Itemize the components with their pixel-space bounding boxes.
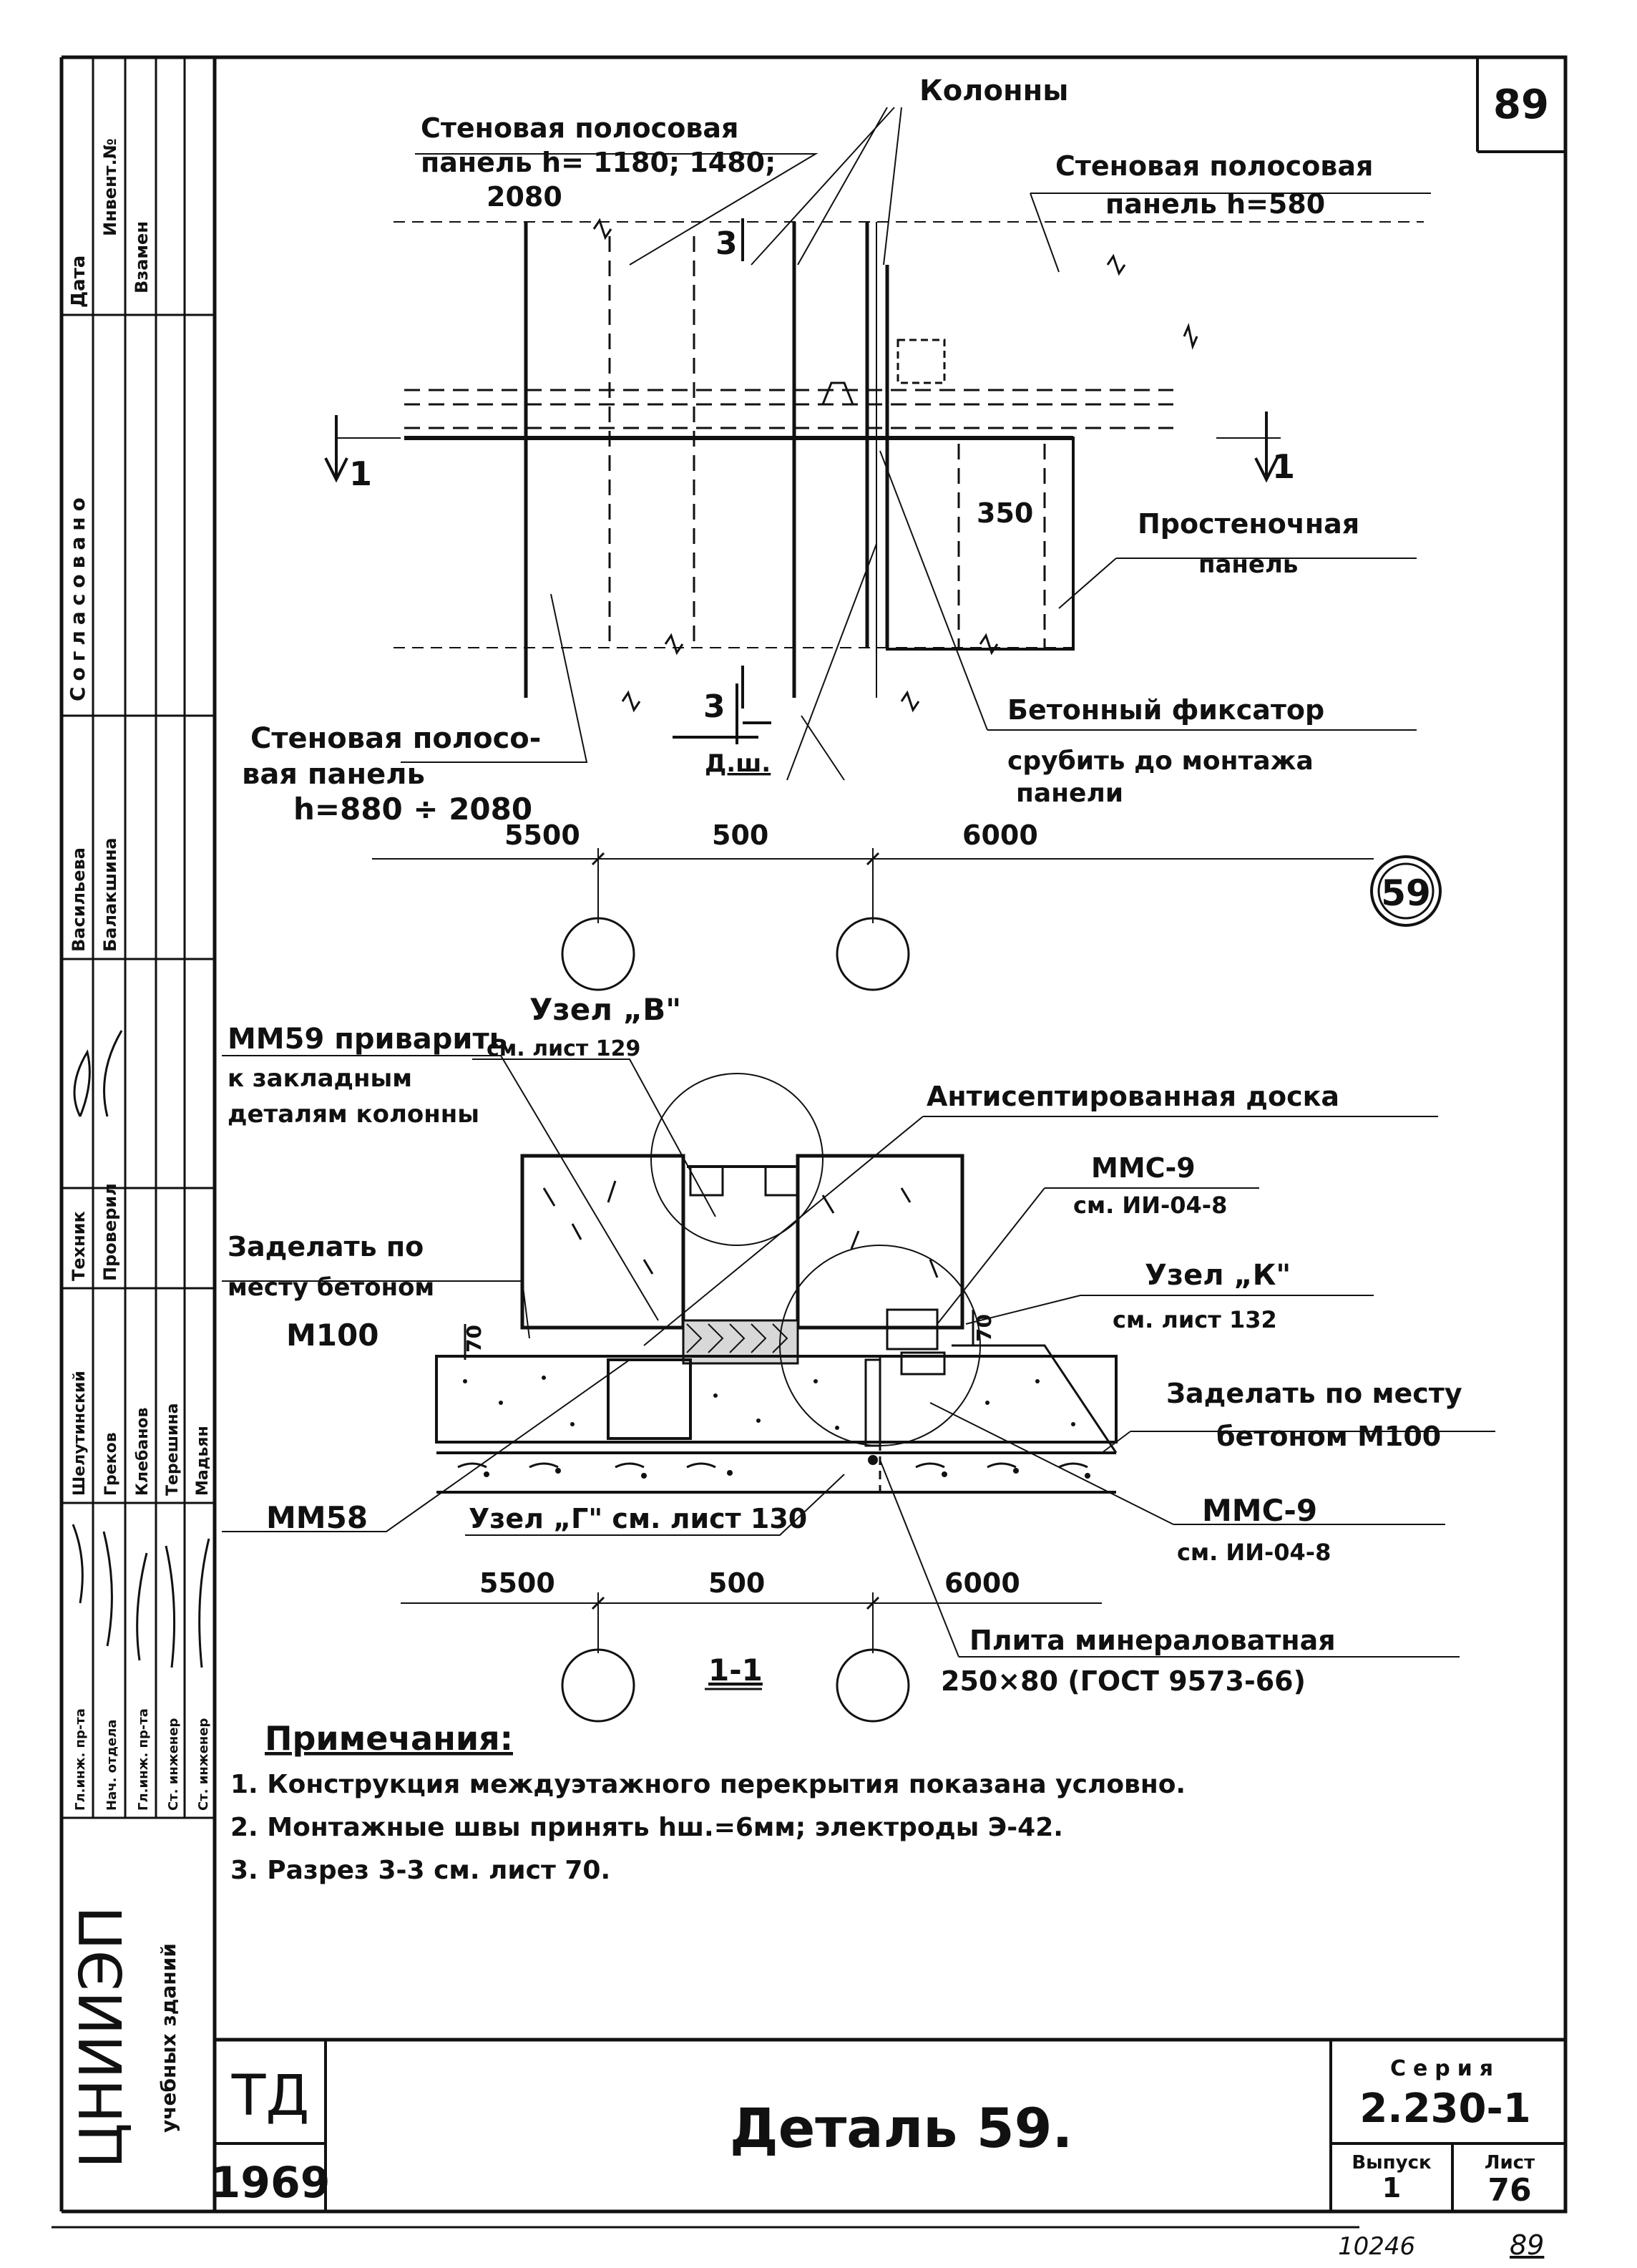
sec-dim-70b: 70 xyxy=(972,1314,996,1342)
seria-label: Серия xyxy=(1390,2056,1500,2081)
sec-plita-2: 250×80 (ГОСТ 9573-66) xyxy=(941,1665,1306,1697)
plan-view xyxy=(324,107,1442,991)
left-strip-grid xyxy=(62,57,215,1819)
plan-panel-left-3: 2080 xyxy=(487,181,562,213)
plan-dsh: Д.ш. xyxy=(705,749,771,778)
sec-plita-1: Плита минераловатная xyxy=(969,1625,1336,1656)
plan-fixator: Бетонный фиксатор xyxy=(1007,694,1324,726)
stamp-year: 1969 xyxy=(211,2158,331,2208)
plan-dim-500: 500 xyxy=(712,819,768,851)
strip-soglasovano: Согласовано xyxy=(66,492,89,701)
strip-st-inj2: Ст. инженер xyxy=(196,1718,211,1811)
plan-section-1-right: 1 xyxy=(1272,447,1295,486)
plan-dim-6000: 6000 xyxy=(962,819,1038,851)
sec-zadelat-3: М100 xyxy=(286,1318,378,1353)
plan-srubit-1: срубить до монтажа xyxy=(1007,746,1314,776)
strip-data: Дата xyxy=(68,255,89,308)
plan-section-3-bottom: 3 xyxy=(703,688,725,725)
plan-dim-5500: 5500 xyxy=(504,819,580,851)
strip-gl-ing: Гл.инж. пр-та xyxy=(73,1708,88,1811)
plan-panel-bottom-3: h=880 ÷ 2080 xyxy=(293,792,532,827)
sec-uzel-v-ref: см. лист 129 xyxy=(487,1036,640,1061)
org-name: ЦНИИЭП xyxy=(68,1906,136,2169)
plan-prostenoch-1: Простеночная xyxy=(1138,508,1359,540)
strip-proveril: Проверил xyxy=(100,1183,120,1281)
notes-heading: Примечания: xyxy=(265,1719,513,1758)
notes-3: 3. Разрез 3-3 см. лист 70. xyxy=(230,1856,610,1885)
left-strip-texts: Дата Инвент.№ Взамен Согласовано Василье… xyxy=(66,138,212,1811)
strip-nach-otd: Нач. отдела xyxy=(104,1719,119,1811)
strip-gl-inj-pr: Гл.инж. пр-та xyxy=(136,1708,151,1811)
strip-tehnik: Техник xyxy=(69,1211,89,1281)
sec-dim-6000: 6000 xyxy=(944,1567,1020,1599)
org-sub: учебных зданий xyxy=(157,1943,180,2133)
sec-mms9-b: ММС-9 xyxy=(1202,1493,1317,1528)
strip-grekov: Греков xyxy=(102,1432,120,1496)
sec-mms9-b-ref: см. ИИ-04-8 xyxy=(1177,1539,1331,1566)
plan-prostenoch-2: панель xyxy=(1198,550,1298,579)
list-value: 76 xyxy=(1487,2172,1531,2209)
strip-shelutinskii: Шелутинский xyxy=(71,1371,89,1496)
sec-mm58: ММ58 xyxy=(266,1500,368,1535)
detail-circle-number: 59 xyxy=(1381,872,1431,914)
section-labels: ММ59 приварить к закладным деталям колон… xyxy=(228,992,1462,1697)
sec-zadelat-r1: Заделать по месту xyxy=(1166,1378,1462,1409)
sec-mm59-3: деталям колонны xyxy=(228,1100,479,1129)
vypusk-value: 1 xyxy=(1382,2172,1401,2204)
sheet-frame xyxy=(52,55,1568,2229)
sec-cut-label: 1-1 xyxy=(708,1653,763,1688)
stamp-td: ТД xyxy=(231,2064,310,2128)
sec-dim-5500: 5500 xyxy=(479,1567,555,1599)
sec-uzel-k-ref: см. лист 132 xyxy=(1113,1306,1277,1333)
sec-dim-70a: 70 xyxy=(462,1325,486,1353)
vypusk-label: Выпуск xyxy=(1352,2152,1432,2174)
bottom-code: 10246 xyxy=(1338,2232,1415,2261)
plan-labels: Стеновая полосовая панель h= 1180; 1480;… xyxy=(242,74,1431,914)
sec-mm59-1: ММ59 приварить xyxy=(228,1023,507,1056)
sec-uzel-k: Узел „К" xyxy=(1145,1259,1291,1292)
strip-vasilieva: Васильева xyxy=(69,847,89,952)
sheet-title: Деталь 59. xyxy=(730,2096,1072,2160)
strip-tereshina: Терешина xyxy=(164,1403,182,1496)
sheet-corner-number: 89 xyxy=(1493,82,1549,128)
notes-2: 2. Монтажные швы принять hш.=6мм; электр… xyxy=(230,1813,1063,1842)
strip-klebanov: Клебанов xyxy=(134,1408,152,1496)
sec-uzel-v: Узел „В" xyxy=(529,992,681,1027)
strip-vzamen: Взамен xyxy=(132,221,152,293)
sec-antisept: Антисептированная доска xyxy=(927,1081,1339,1112)
notes-1: 1. Конструкция междуэтажного перекрытия … xyxy=(230,1770,1186,1799)
sec-zadelat-2: месту бетоном xyxy=(228,1273,434,1302)
title-block: ТД 1969 Деталь 59. Серия 2.230-1 Выпуск … xyxy=(211,2038,1565,2261)
plan-panel-left-1: Стеновая полосовая xyxy=(421,112,738,144)
seria-value: 2.230-1 xyxy=(1359,2086,1530,2132)
sec-dim-500: 500 xyxy=(708,1567,765,1599)
plan-columns-label: Колонны xyxy=(919,74,1068,107)
plan-section-3-top: 3 xyxy=(715,225,738,262)
sec-mms9-a: ММС-9 xyxy=(1091,1152,1196,1184)
strip-st-inj: Ст. инженер xyxy=(166,1718,181,1811)
bottom-num: 89 xyxy=(1510,2229,1544,2261)
strip-madyan: Мадьян xyxy=(194,1426,212,1496)
sec-zadelat-1: Заделать по xyxy=(228,1231,424,1262)
section-view xyxy=(222,1055,1495,1723)
notes: Примечания: 1. Конструкция междуэтажного… xyxy=(230,1719,1186,1885)
plan-panel-bottom-1: Стеновая полосо- xyxy=(250,722,541,755)
plan-panel-bottom-2: вая панель xyxy=(242,758,425,791)
plan-section-1-left: 1 xyxy=(349,454,372,493)
strip-balakshina: Балакшина xyxy=(100,837,120,952)
sec-mms9-a-ref: см. ИИ-04-8 xyxy=(1073,1192,1227,1219)
plan-dim-350: 350 xyxy=(977,497,1033,529)
strip-inv: Инвент.№ xyxy=(100,138,120,236)
plan-panel-right-2: панель h=580 xyxy=(1105,188,1325,220)
sec-mm59-2: к закладным xyxy=(228,1064,412,1093)
sec-zadelat-r2: бетоном М100 xyxy=(1216,1421,1441,1452)
list-label: Лист xyxy=(1485,2152,1535,2174)
plan-panel-right-1: Стеновая полосовая xyxy=(1055,150,1373,182)
plan-srubit-2: панели xyxy=(1016,779,1123,808)
sec-uzel-g: Узел „Г" см. лист 130 xyxy=(469,1503,807,1534)
plan-panel-left-2: панель h= 1180; 1480; xyxy=(421,147,776,178)
